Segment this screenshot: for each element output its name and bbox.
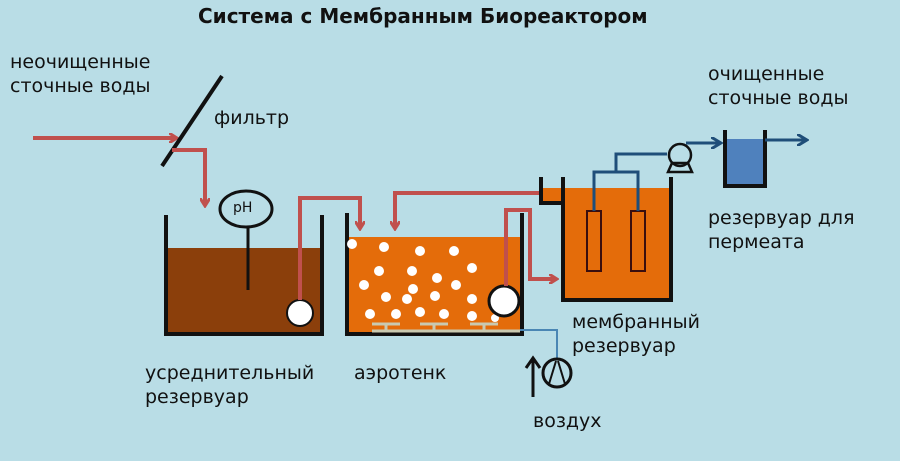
label-raw-water: неочищенные сточные воды <box>10 50 150 98</box>
membrane-tank <box>539 177 673 302</box>
equalization-to-aeration-flow <box>298 196 360 300</box>
label-membrane-tank: мембранный резервуар <box>572 310 700 358</box>
label-line: резервуар <box>145 386 249 408</box>
label-line: неочищенные <box>10 51 151 73</box>
label-ph: pH <box>233 200 253 216</box>
return-sludge-flow <box>395 191 541 228</box>
label-permeate-tank: резервуар для пермеата <box>708 206 855 254</box>
label-line: мембранный <box>572 311 700 333</box>
air-diffusers <box>372 322 520 333</box>
label-aeration-tank: аэротенк <box>354 362 447 384</box>
air-line <box>520 329 558 358</box>
diagram-title: Система с Мембранным Биореактором <box>198 4 648 28</box>
pump-equalization <box>286 299 314 327</box>
blower-icon <box>541 357 573 389</box>
label-line: усреднительный <box>145 362 315 384</box>
ph-sensor <box>218 189 274 229</box>
membrane-module <box>630 210 646 272</box>
filter-screen <box>160 74 224 168</box>
air-arrow-icon <box>524 355 542 397</box>
equalization-tank <box>164 189 324 336</box>
label-line: сточные воды <box>708 87 849 109</box>
permeate-tank <box>723 130 767 188</box>
label-line: пермеата <box>708 231 805 253</box>
aeration-to-membrane-flow <box>504 208 556 286</box>
aeration-tank <box>345 213 524 336</box>
label-line: резервуар <box>572 335 676 357</box>
label-line: резервуар для <box>708 207 855 229</box>
membrane-module <box>586 210 602 272</box>
pump-aeration <box>487 284 521 318</box>
label-line: сточные воды <box>10 75 151 97</box>
filter-to-equalization-flow <box>172 148 205 205</box>
label-equalization-tank: усреднительный резервуар <box>145 361 314 409</box>
label-filter: фильтр <box>214 107 290 129</box>
permeate-pump-icon <box>666 142 694 174</box>
label-line: очищенные <box>708 63 825 85</box>
label-air: воздух <box>533 410 602 432</box>
air-bubbles <box>347 239 499 322</box>
label-clean-water: очищенные сточные воды <box>708 62 848 110</box>
